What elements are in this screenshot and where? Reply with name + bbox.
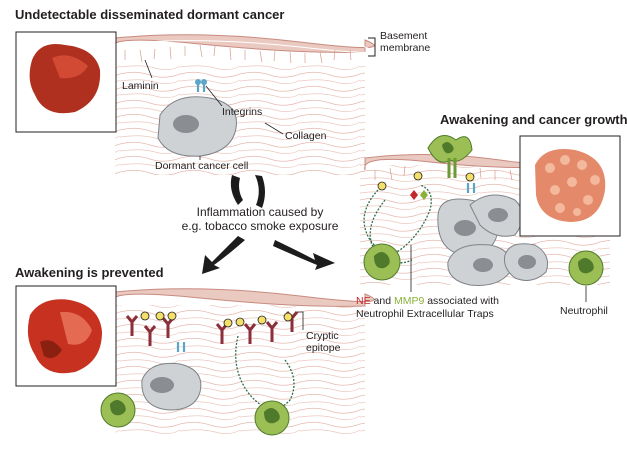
label-collagen: Collagen <box>285 130 327 142</box>
label-basement-line-1: Basement <box>380 30 428 42</box>
neutrophil-3a <box>100 392 136 428</box>
integrin-1 <box>195 79 207 92</box>
heading-dormant: Undetectable disseminated dormant cancer <box>15 7 285 22</box>
inflammation-arrows <box>202 175 335 274</box>
membrane-line-1 <box>119 40 373 53</box>
integrin-3 <box>176 342 186 352</box>
ne-mmp9-markers-2 <box>377 171 476 200</box>
center-line-2: e.g. tobacco smoke exposure <box>181 219 339 233</box>
neutrophil-net-2 <box>363 243 401 281</box>
label-cryptic-epitope: Cryptic epitope <box>306 330 340 354</box>
mmp9-text: MMP9 <box>393 295 425 307</box>
arrow-top-right <box>255 175 265 208</box>
neutrophil-2 <box>568 250 604 302</box>
laminin-strands-1 <box>124 44 352 64</box>
label-integrins: Integrins <box>222 106 263 118</box>
neutrophil-3b <box>254 400 290 436</box>
net-caption: NE and MMP9 associated with Neutrophil E… <box>356 295 499 321</box>
photo-prevented <box>15 285 117 387</box>
label-neutrophil: Neutrophil <box>560 305 608 317</box>
ne-text: NE <box>356 295 371 307</box>
heading-prevented: Awakening is prevented <box>15 265 164 280</box>
center-text: Inflammation caused by e.g. tobacco smok… <box>160 205 360 233</box>
label-dormant-cancer-cell: Dormant cancer cell <box>155 160 249 172</box>
membrane-bracket-1 <box>368 37 376 57</box>
arrow-top-left <box>230 175 243 205</box>
heading-awakening-growth: Awakening and cancer growth <box>440 112 627 127</box>
basement-membrane-3 <box>112 288 375 307</box>
epitopes-3 <box>140 311 293 328</box>
label-basement-line-2: membrane <box>380 42 431 54</box>
photo-dormant <box>15 31 117 133</box>
nucleus-3 <box>150 377 174 393</box>
panel-prevented <box>100 288 375 436</box>
photo-growth <box>519 135 621 237</box>
label-laminin: Laminin <box>122 80 159 92</box>
and-text: and <box>370 295 394 307</box>
net-caption-line-2: Neutrophil Extracellular Traps <box>356 308 494 320</box>
center-line-1: Inflammation caused by <box>196 205 324 219</box>
associated-text: associated with <box>424 295 500 307</box>
basement-membrane-1 <box>112 34 375 53</box>
net-caption-line-1: NE and MMP9 associated with <box>356 295 499 308</box>
pointer-lines-1 <box>144 59 284 160</box>
panel-dormant <box>112 34 376 175</box>
cryptic-pointer <box>297 311 304 330</box>
arrow-down-left <box>202 236 245 274</box>
label-cryptic-line-1: Cryptic <box>306 330 339 342</box>
label-basement-membrane: Basement membrane <box>380 30 430 54</box>
arrow-down-right <box>273 240 335 270</box>
collagen-fibers-1 <box>115 65 365 175</box>
net-strands-2 <box>363 184 432 264</box>
nucleus-1 <box>173 115 199 133</box>
cancer-cluster-2 <box>437 194 549 286</box>
membrane-neutrophil-2 <box>427 135 473 178</box>
label-cryptic-line-2: epitope <box>306 342 341 354</box>
